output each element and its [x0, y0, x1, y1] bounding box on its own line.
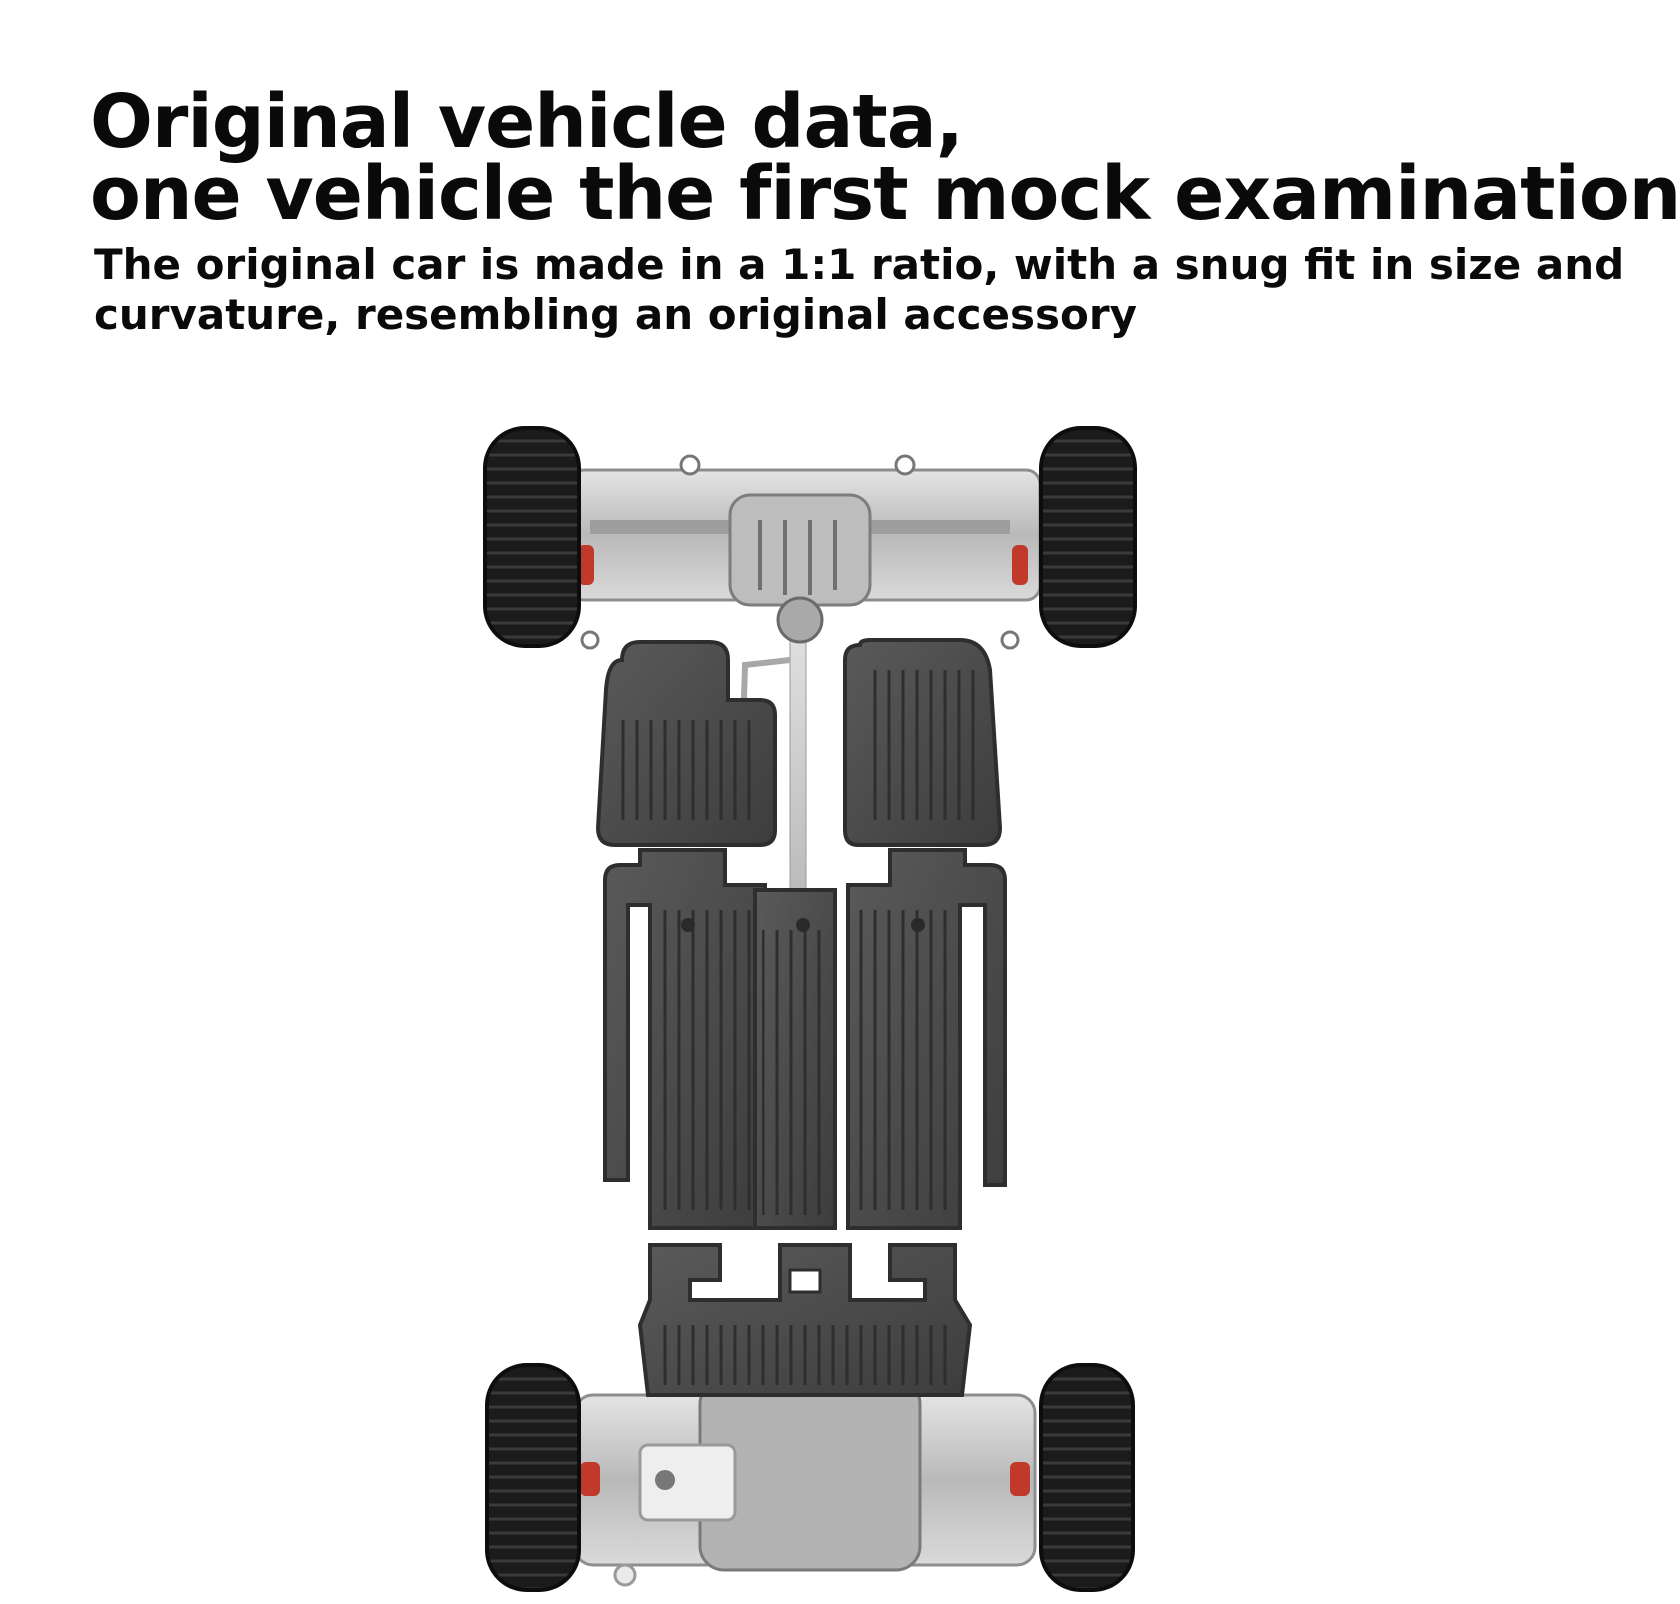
rear-left-tire — [483, 426, 581, 648]
rear-right-tire — [1039, 426, 1137, 648]
headline-line-2: one vehicle the first mock examination — [90, 151, 1680, 237]
rear-axle-assembly — [568, 454, 1042, 650]
second-row-right-mat — [846, 848, 1007, 1230]
third-row-mat — [637, 1243, 973, 1397]
headline-line-1: Original vehicle data, — [90, 79, 964, 165]
front-axle-assembly — [573, 1378, 1037, 1587]
headline: Original vehicle data, one vehicle the f… — [90, 79, 1680, 237]
chassis-floor-mats-illustration — [0, 400, 1600, 1600]
chassis-illustration — [483, 426, 1137, 1592]
driver-floor-mat — [595, 640, 777, 847]
front-right-tire — [1039, 1363, 1135, 1592]
front-left-tire — [485, 1363, 581, 1592]
passenger-floor-mat — [843, 638, 1003, 847]
second-row-center-mat — [753, 888, 837, 1230]
second-row-left-mat — [603, 848, 767, 1230]
subheadline: The original car is made in a 1:1 ratio,… — [94, 240, 1625, 340]
subheadline-line-1: The original car is made in a 1:1 ratio,… — [94, 240, 1625, 289]
subheadline-line-2: curvature, resembling an original access… — [94, 290, 1137, 339]
